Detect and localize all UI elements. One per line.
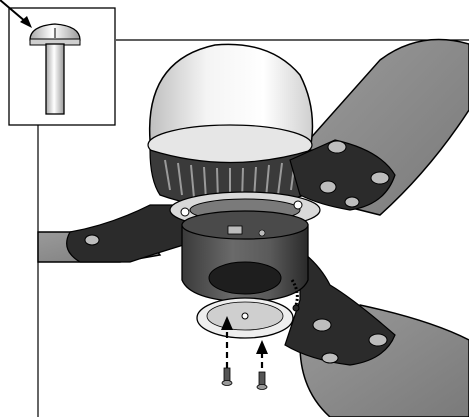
screw-arrow-right	[256, 340, 268, 368]
dome-motor-housing	[147, 43, 314, 166]
mushroom-head-screw-icon	[29, 23, 81, 115]
frame-lines	[37, 39, 469, 417]
screw-right	[256, 371, 268, 390]
blade-iron-left	[66, 204, 201, 263]
pull-chain	[290, 279, 300, 312]
screw-arrow-left	[221, 316, 233, 368]
callout-pointer-arrow	[0, 0, 32, 28]
screw-left	[221, 367, 233, 386]
blade-iron-upper-right	[289, 139, 396, 211]
switch-housing-cup	[181, 210, 309, 303]
switch-housing-cap-plate	[196, 297, 294, 339]
blade-iron-lower-right	[284, 248, 396, 366]
part-callout-box	[0, 0, 116, 126]
